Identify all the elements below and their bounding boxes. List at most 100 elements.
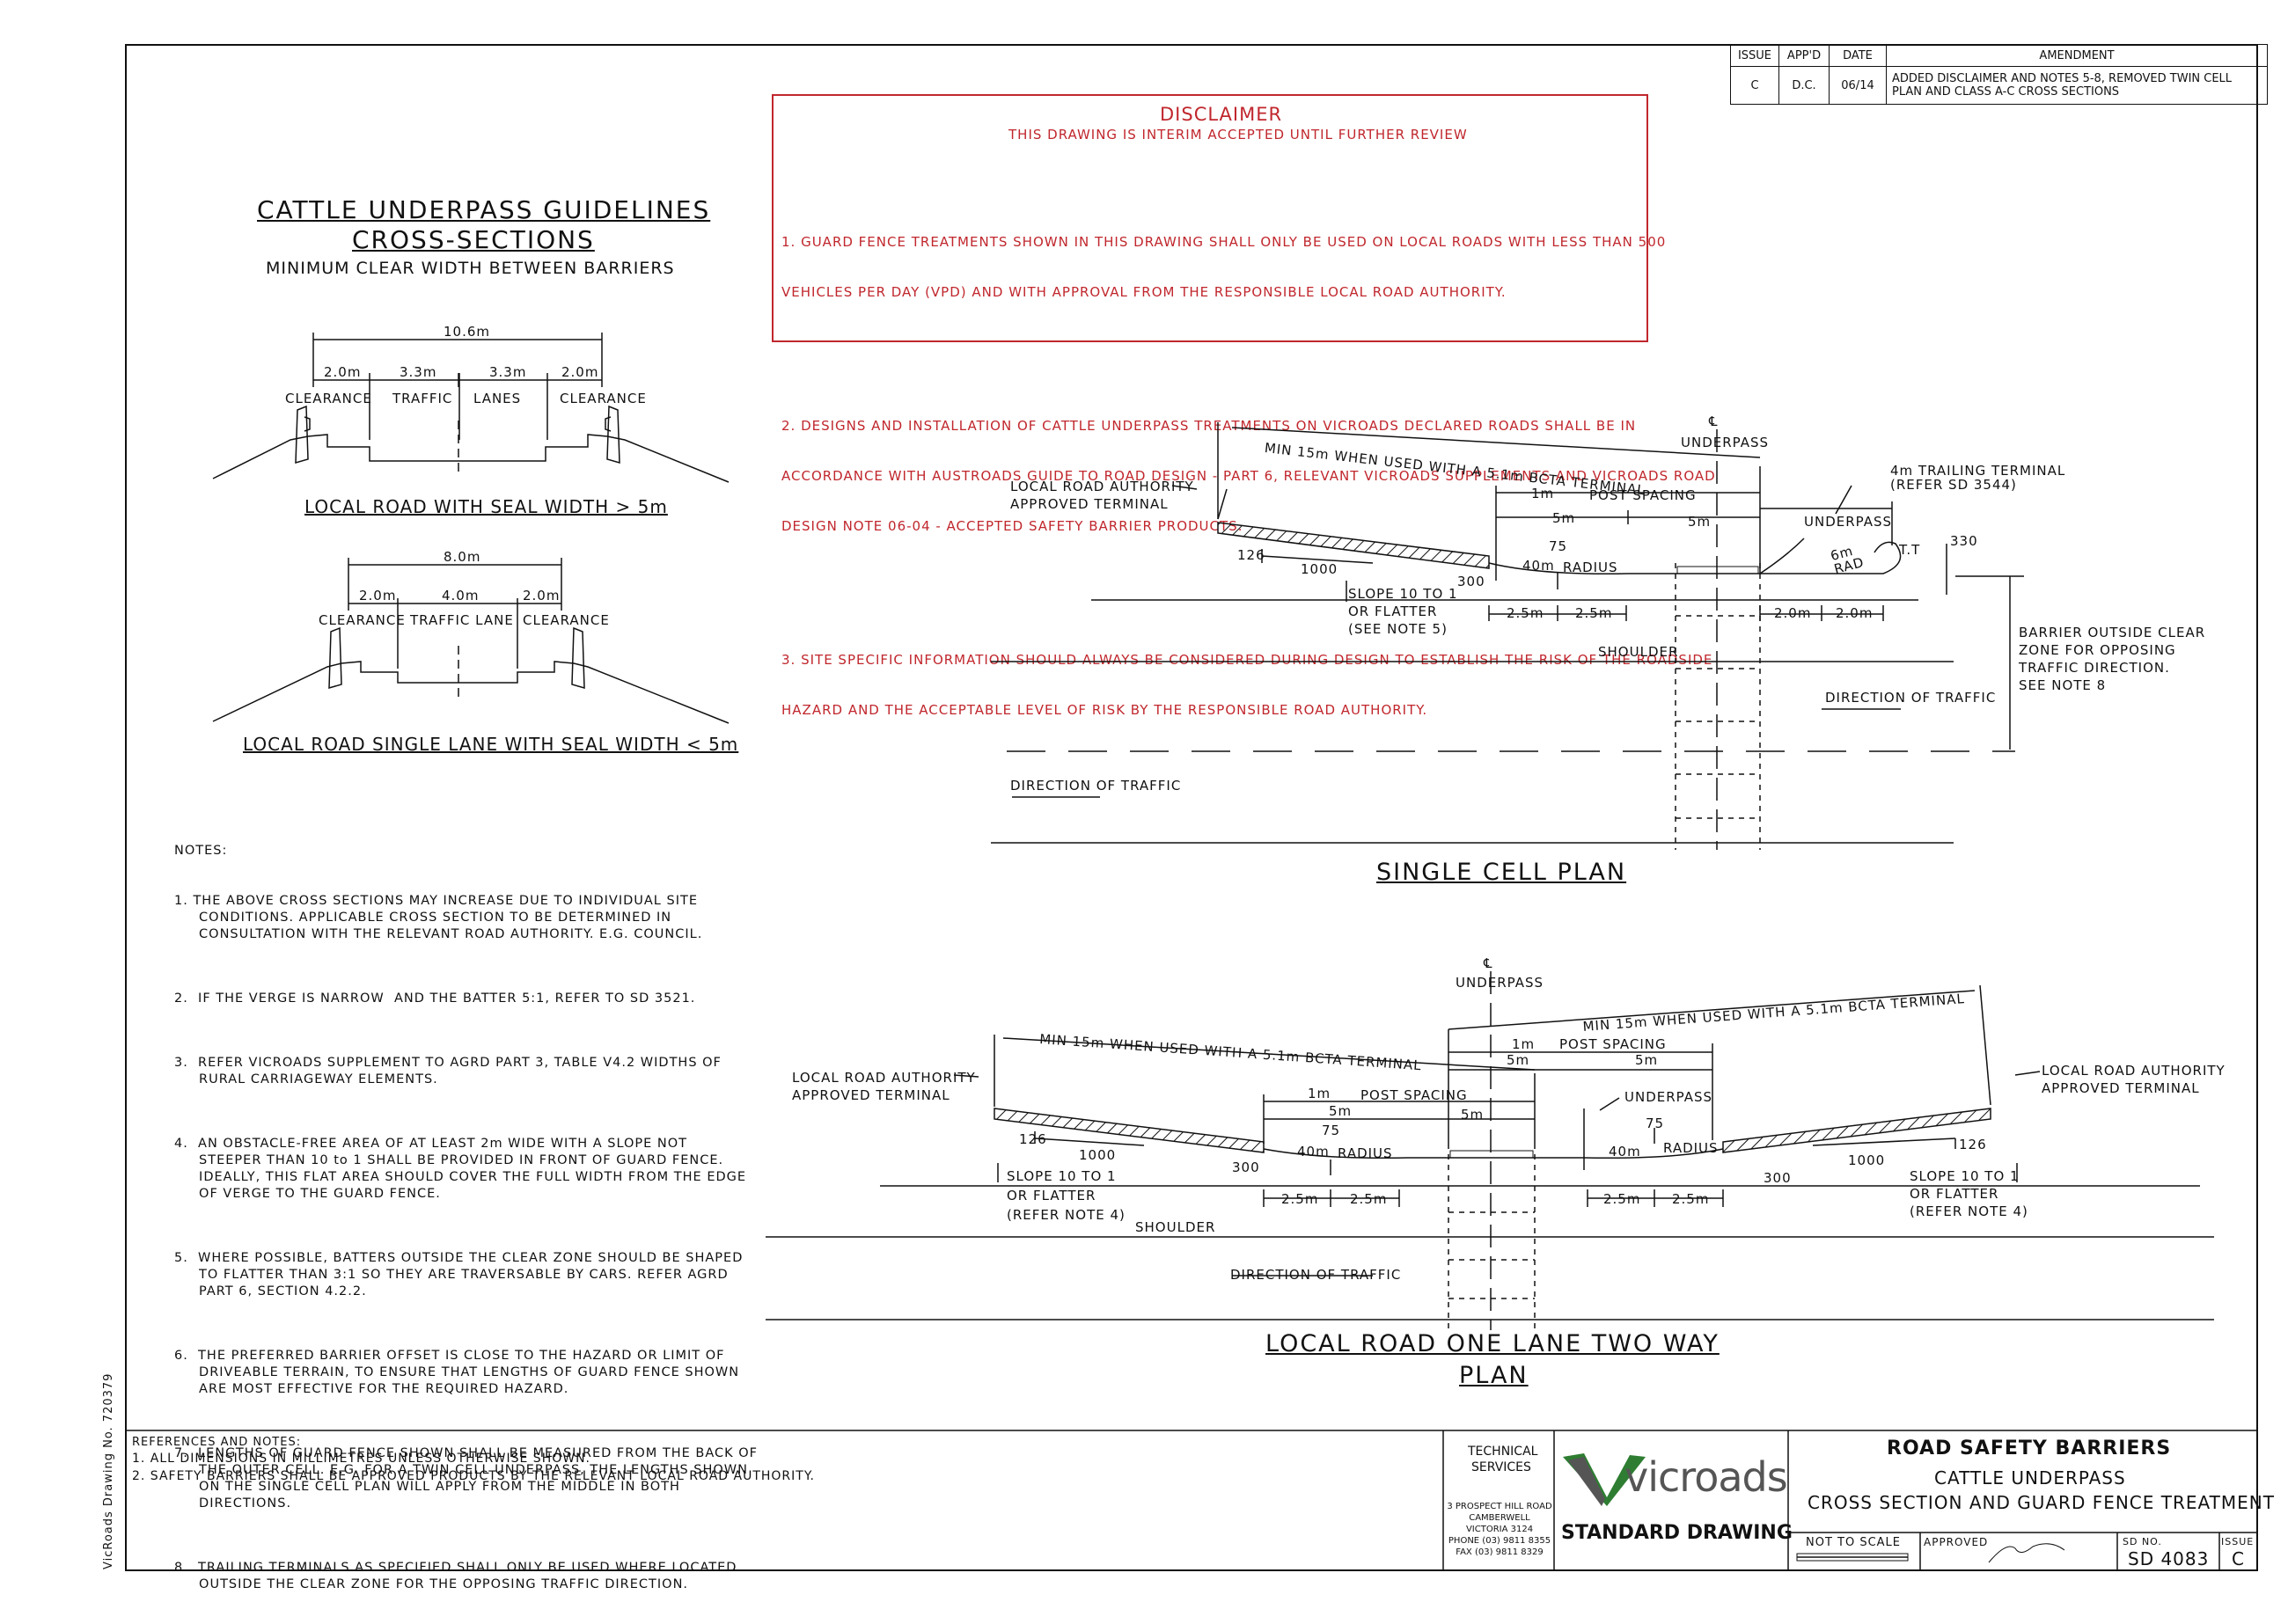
revision-table: ISSUE APP'D DATE AMENDMENT C D.C. 06/14 … [1730,44,2268,105]
tw-75-b: 75 [1646,1116,1665,1131]
sc-underpass-label: UNDERPASS [1681,435,1770,450]
disclaimer-line: ACCORDANCE WITH AUSTROADS GUIDE TO ROAD … [781,468,1716,484]
sd-no-label: SD NO. [2123,1536,2162,1547]
tw-slope-right-2: OR FLATTER [1910,1186,1999,1202]
sc-slope-3: (SEE NOTE 5) [1348,621,1448,637]
section2-dim-3: 2.0m [523,588,561,604]
tw-direction: DIRECTION OF TRAFFIC [1230,1267,1402,1283]
tw-slope-left-2: OR FLATTER [1007,1188,1096,1203]
tw-slope-right-1: SLOPE 10 TO 1 [1910,1168,2020,1184]
tw-post-r-spacing: POST SPACING [1559,1036,1667,1052]
sc-slope-1: SLOPE 10 TO 1 [1348,586,1458,602]
rev-header-appd: APP'D [1778,44,1830,67]
sc-post-spacing: POST SPACING [1589,487,1697,503]
note-line: CONDITIONS. APPLICABLE CROSS SECTION TO … [174,911,672,925]
title-cattle-underpass: CATTLE UNDERPASS [1934,1467,2126,1489]
sc-dim-20-b: 2.0m [1836,605,1874,621]
disclaimer-title: DISCLAIMER [1160,104,1283,125]
guidelines-title: CATTLE UNDERPASS GUIDELINES [257,195,711,224]
tw-lra-left-1: LOCAL ROAD AUTHORITY [792,1070,976,1086]
sc-barrier-note-2: ZONE FOR OPPOSING [2019,642,2176,658]
disclaimer-line: VEHICLES PER DAY (VPD) AND WITH APPROVAL… [781,284,1507,300]
note-item: 6. THE PREFERRED BARRIER OFFSET IS CLOSE… [174,1348,758,1398]
sc-lra-label-1: LOCAL ROAD AUTHORITY [1010,479,1194,494]
tw-radius-a: RADIUS [1338,1145,1393,1161]
standard-drawing: STANDARD DRAWING [1561,1522,1793,1544]
tw-centerline-symbol: ℄ [1484,955,1493,971]
note-line: 4. AN OBSTACLE-FREE AREA OF AT LEAST 2m … [174,1137,688,1151]
sc-dim-5m-a: 5m [1552,510,1576,526]
note-item: 3. REFER VICROADS SUPPLEMENT TO AGRD PAR… [174,1055,758,1088]
tw-lra-left-2: APPROVED TERMINAL [792,1087,950,1103]
tw-slope-right-3: (REFER NOTE 4) [1910,1203,2028,1219]
section2-label-2: TRAFFIC LANE [410,612,514,628]
tw-slope-left-3: (REFER NOTE 4) [1007,1207,1126,1223]
note-line: ARE MOST EFFECTIVE FOR THE REQUIRED HAZA… [174,1382,569,1396]
title-road-safety: ROAD SAFETY BARRIERS [1887,1437,2172,1459]
section1-label-3: LANES [473,391,522,406]
guidelines-min-width: MINIMUM CLEAR WIDTH BETWEEN BARRIERS [266,259,675,278]
sc-330: 330 [1950,533,1978,549]
note-item: 7. LENGTHS OF GUARD FENCE SHOWN SHALL BE… [174,1445,758,1512]
note-line: 7. LENGTHS OF GUARD FENCE SHOWN SHALL BE… [174,1446,758,1460]
tw-1000-a: 1000 [1079,1147,1117,1163]
tw-dim-25-1: 2.5m [1281,1191,1319,1207]
not-to-scale: NOT TO SCALE [1806,1536,1902,1549]
footer-note-1: 1. ALL DIMENSIONS IN MILLIMETRES UNLESS … [132,1452,591,1466]
footer-note-2: 2. SAFETY BARRIERS SHALL BE APPROVED PRO… [132,1469,815,1483]
sc-centerline-symbol: ℄ [1709,413,1719,429]
rev-amendment: ADDED DISCLAIMER AND NOTES 5-8, REMOVED … [1886,66,2268,105]
note-line: 8. TRAILING TERMINALS AS SPECIFIED SHALL… [174,1561,737,1575]
sc-75: 75 [1549,538,1568,554]
section1-label-2: TRAFFIC [392,391,453,406]
note-line: THE OUTER CELL. E.G. FOR A TWIN CELL UND… [174,1463,748,1477]
note-line: STEEPER THAN 10 to 1 SHALL BE PROVIDED I… [174,1153,724,1167]
section1-label-4: CLEARANCE [560,391,647,406]
approved-label: APPROVED [1924,1536,1989,1548]
title-block-lines [125,1430,2258,1571]
disclaimer-subtitle: THIS DRAWING IS INTERIM ACCEPTED UNTIL F… [1008,127,1468,143]
address-line: VICTORIA 3124 [1465,1525,1534,1534]
tech-services-1: TECHNICAL [1468,1445,1538,1459]
tw-dim-25-4: 2.5m [1672,1191,1710,1207]
sc-trailing-label-1: 4m TRAILING TERMINAL [1890,463,2066,479]
note-line: OF VERGE TO THE GUARD FENCE. [174,1187,441,1201]
guidelines-subtitle-sections: CROSS-SECTIONS [352,225,595,254]
tw-300-b: 300 [1764,1170,1792,1186]
two-way-plan-title: LOCAL ROAD ONE LANE TWO WAY [1265,1330,1720,1357]
title-cross-section: CROSS SECTION AND GUARD FENCE TREATMENT [1808,1492,2275,1513]
tw-dim-5m-2: 5m [1635,1052,1659,1068]
section1-dim-3: 3.3m [489,364,527,380]
sc-slope-2: OR FLATTER [1348,604,1438,619]
note-line: 1. THE ABOVE CROSS SECTIONS MAY INCREASE… [174,894,698,908]
disclaimer-line: 3. SITE SPECIFIC INFORMATION SHOULD ALWA… [781,652,1713,668]
note-line: RURAL CARRIAGEWAY ELEMENTS. [174,1072,438,1086]
rev-date: 06/14 [1829,66,1887,105]
cross-section-1 [212,333,730,483]
tw-post-r-1m: 1m [1512,1036,1536,1052]
sc-post-1m: 1m [1531,486,1555,501]
disclaimer-box [772,94,1648,342]
sc-direction-right: DIRECTION OF TRAFFIC [1825,690,1997,706]
sc-direction-left: DIRECTION OF TRAFFIC [1010,778,1182,794]
sd-no-value: SD 4083 [2128,1548,2210,1569]
footer-heading: REFERENCES AND NOTES: [132,1436,302,1449]
address-line: 3 PROSPECT HILL ROAD [1447,1502,1552,1511]
sc-barrier-note-1: BARRIER OUTSIDE CLEAR [2019,625,2206,640]
two-way-plan-title-2: PLAN [1459,1362,1529,1389]
tw-126-b: 126 [1959,1137,1987,1152]
tw-40m-b: 40m [1609,1144,1641,1159]
section1-overall-dim: 10.6m [444,324,491,340]
section1-label-1: CLEARANCE [285,391,372,406]
disclaimer-line: DESIGN NOTE 06-04 - ACCEPTED SAFETY BARR… [781,518,1243,534]
address-line: FAX (03) 9811 8329 [1456,1547,1544,1557]
sc-barrier-note-4: SEE NOTE 8 [2019,677,2107,693]
issue-value: C [2232,1548,2245,1569]
section1-caption: LOCAL ROAD WITH SEAL WIDTH > 5m [304,496,668,517]
tw-shoulder: SHOULDER [1135,1219,1216,1235]
tw-dim-5m-3: 5m [1329,1103,1353,1119]
tw-radius-b: RADIUS [1663,1140,1719,1156]
issue-label: ISSUE [2221,1536,2255,1547]
section2-label-3: CLEARANCE [523,612,610,628]
